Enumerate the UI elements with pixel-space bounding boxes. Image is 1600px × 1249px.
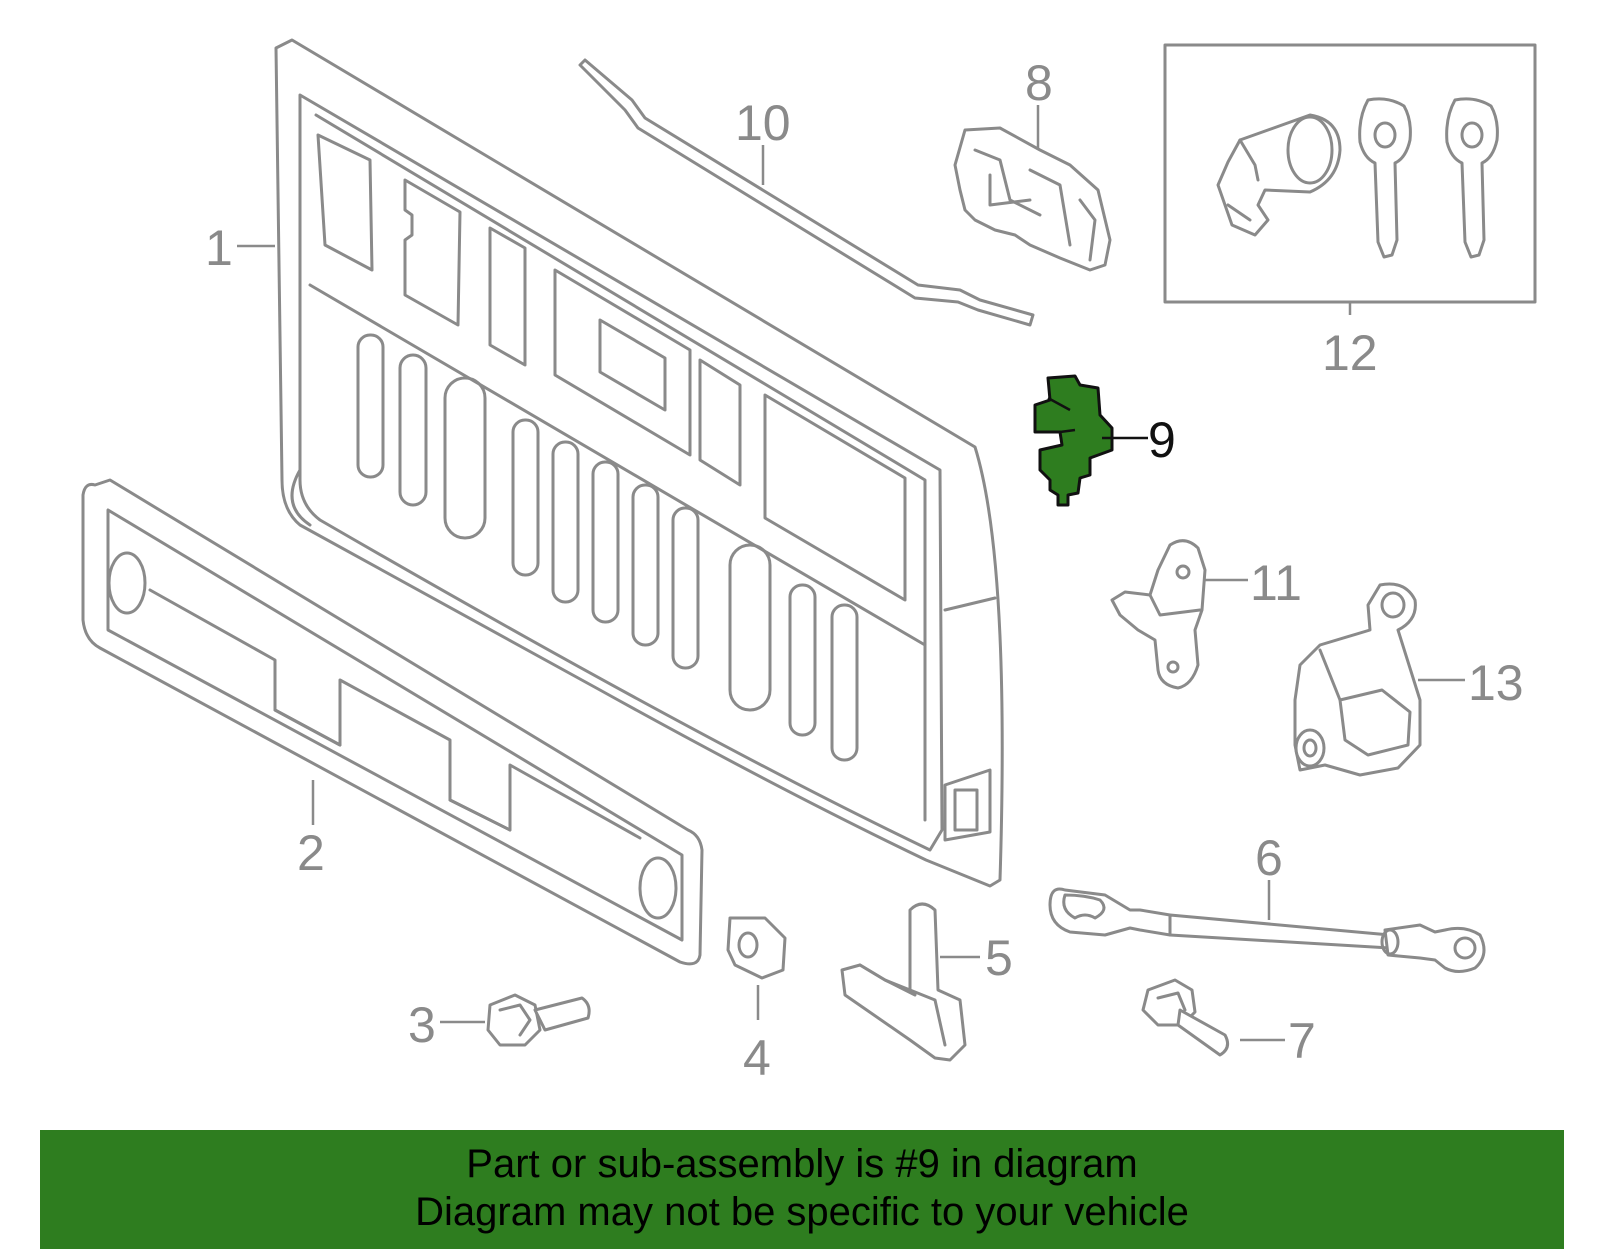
callout-8: 8 [1025, 55, 1053, 111]
part-7-bolt [1141, 978, 1230, 1057]
part-12-lock-set [1163, 43, 1537, 304]
part-10-rod [578, 58, 1035, 327]
banner-line-2: Diagram may not be specific to your vehi… [415, 1190, 1189, 1234]
part-2-panel [81, 478, 704, 966]
banner-line-1: Part or sub-assembly is #9 in diagram [466, 1142, 1138, 1186]
callout-10: 10 [735, 95, 791, 151]
part-5-striker [840, 902, 967, 1062]
callout-2: 2 [297, 825, 325, 881]
callout-9: 9 [1148, 412, 1176, 468]
part-9-switch [1033, 374, 1114, 507]
callout-5: 5 [985, 930, 1013, 986]
callout-7: 7 [1288, 1013, 1316, 1069]
tailgate-ribs [356, 333, 859, 762]
callout-1: 1 [205, 220, 233, 276]
callout-6: 6 [1255, 830, 1283, 886]
part-6-cable [1048, 887, 1486, 973]
callout-12: 12 [1322, 325, 1378, 381]
part-1-tailgate [274, 38, 1004, 888]
info-banner: Part or sub-assembly is #9 in diagram Di… [40, 1130, 1564, 1249]
part-4-clip [726, 916, 787, 980]
callout-11: 11 [1250, 555, 1302, 611]
callout-4: 4 [743, 1030, 771, 1086]
callout-13: 13 [1468, 655, 1524, 711]
part-13-hinge [1293, 582, 1422, 777]
part-8-latch [953, 126, 1112, 272]
part-3-bolt [486, 993, 591, 1047]
callout-lines [237, 105, 1465, 1042]
callout-3: 3 [408, 997, 436, 1053]
part-11-bracket [1110, 539, 1207, 690]
callout-numbers: 1 2 3 4 5 6 7 8 9 10 11 12 13 [205, 55, 1524, 1086]
